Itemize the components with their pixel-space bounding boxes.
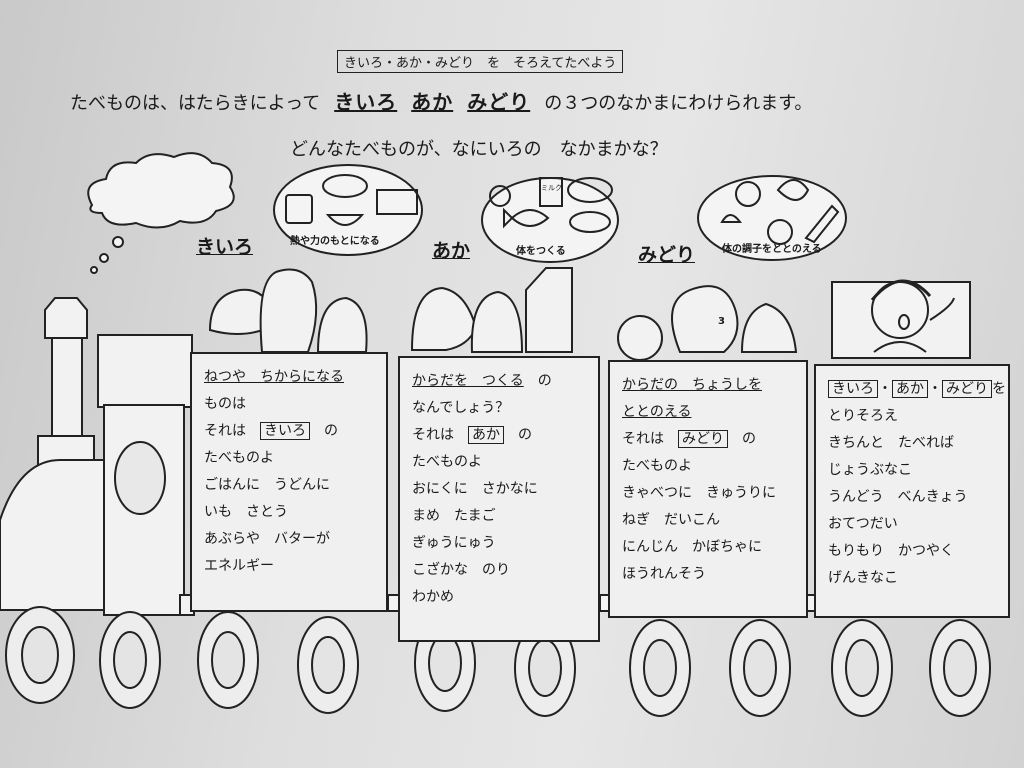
aka-line: たべものよ [412, 454, 482, 470]
aka-heading-line: からだを つくる の [412, 368, 552, 395]
kiiro-line: ごはんに うどんに [204, 477, 330, 493]
aka-which-pre: それは [412, 427, 454, 443]
midori-which-pre: それは [622, 431, 664, 447]
intro-after: の３つのなかまにわけられます。 [544, 93, 813, 114]
plate-aka-caption: 体をつくる [516, 246, 566, 257]
summary-line: おてつだい [828, 516, 898, 532]
locomotive [0, 297, 195, 616]
broccoli-number: 3 [718, 316, 725, 327]
aka-which-post: の [518, 427, 532, 443]
kiiro-plate-icon [273, 164, 423, 256]
kiiro-line: いも さとう [204, 504, 288, 520]
midori-which-word: みどり [678, 430, 728, 448]
aka-line: まめ たまご [412, 508, 496, 524]
kiiro-line: エネルギー [204, 558, 274, 574]
summary-colors-line: きいろ・あか・みどりを [828, 376, 1006, 403]
intro-aka: あか [411, 90, 454, 114]
car-aka: からだを つくる の なんでしょう？ それは あか の たべものよ おにくに さ… [398, 356, 600, 642]
kiiro-car-foods [208, 268, 368, 353]
kiiro-line: たべものよ [204, 450, 274, 466]
midori-heading2: ととのえる [622, 404, 692, 420]
summary-line: じょうぶなこ [828, 462, 912, 478]
summary-line: げんきなこ [828, 570, 898, 586]
milk-carton-label: ミルク [541, 184, 562, 192]
intro-midori: みどり [467, 90, 531, 114]
intro-kiiro: きいろ [334, 90, 398, 114]
aka-line: ぎゅうにゅう [412, 535, 496, 551]
kiiro-which-pre: それは [204, 423, 246, 439]
kiiro-line: あぶらや バターが [204, 531, 330, 547]
aka-heading: からだを つくる [412, 373, 524, 389]
plate-midori-caption: 体の調子をととのえる [722, 244, 822, 255]
summary-line: もりもり かつやく [828, 543, 954, 559]
midori-plate-icon [697, 175, 847, 261]
intro-sentence: たべものは、はたらきによってきいろあかみどりの３つのなかまにわけられます。 [70, 86, 812, 115]
summary-sep: ・ [928, 381, 942, 397]
aka-line2: なんでしょう？ [412, 400, 510, 416]
midori-line: にんじん かぼちゃに [622, 539, 762, 555]
summary-line: うんどう べんきょう [828, 489, 968, 505]
midori-line: たべものよ [622, 458, 692, 474]
midori-heading: からだの ちょうしを [622, 377, 762, 393]
midori-car-foods [617, 285, 798, 361]
category-midori-label: みどり [638, 244, 696, 266]
aka-line: こざかな のり [412, 562, 510, 578]
midori-which-line: それは みどり の [622, 426, 776, 453]
midori-line: ねぎ だいこん [622, 512, 720, 528]
aka-plate-icon [481, 177, 619, 263]
summary-line: きちんと たべれば [828, 435, 954, 451]
kiiro-which-line: それは きいろ の [204, 418, 344, 445]
summary-line: とりそろえ [828, 408, 898, 424]
midori-line: きゃべつに きゅうりに [622, 485, 776, 501]
car-midori: からだの ちょうしを ととのえる それは みどり の たべものよ きゃべつに き… [608, 360, 808, 618]
train-wheels [5, 606, 991, 717]
kiiro-which-word: きいろ [260, 422, 310, 440]
plate-kiiro-caption: 熱や力のもとになる [290, 236, 380, 247]
kiiro-line2: ものは [204, 396, 246, 412]
kiiro-heading: ねつや ちからになる [204, 369, 344, 385]
car-kiiro: ねつや ちからになる ものは それは きいろ の たべものよ ごはんに うどんに… [190, 352, 388, 612]
car-summary: きいろ・あか・みどりを とりそろえ きちんと たべれば じょうぶなこ うんどう … [814, 364, 1010, 618]
aka-which-line: それは あか の [412, 422, 552, 449]
summary-word-midori: みどり [942, 380, 992, 398]
category-aka-label: あか [432, 240, 471, 262]
worksheet-title: きいろ・あか・みどり を そろえてたべよう [337, 50, 624, 73]
summary-word-aka: あか [892, 380, 928, 398]
aka-car-foods [410, 267, 573, 353]
thought-cloud-icon [87, 152, 235, 274]
midori-which-post: の [742, 431, 756, 447]
aka-which-word: あか [468, 426, 504, 444]
summary-sep: ・ [878, 381, 892, 397]
intro-before: たべものは、はたらきによって [70, 93, 321, 114]
aka-line: おにくに さかなに [412, 481, 538, 497]
kiiro-which-post: の [324, 423, 338, 439]
aka-line: わかめ [412, 589, 454, 605]
aka-heading-tail: の [537, 373, 552, 389]
category-kiiro-label: きいろ [196, 236, 254, 258]
question-sentence: どんなたべものが、なにいろの なかまかな？ [290, 139, 668, 160]
summary-word-kiiro: きいろ [828, 380, 878, 398]
child-passenger [831, 279, 971, 359]
summary-tail: を [992, 381, 1006, 397]
midori-line: ほうれんそう [622, 566, 706, 582]
